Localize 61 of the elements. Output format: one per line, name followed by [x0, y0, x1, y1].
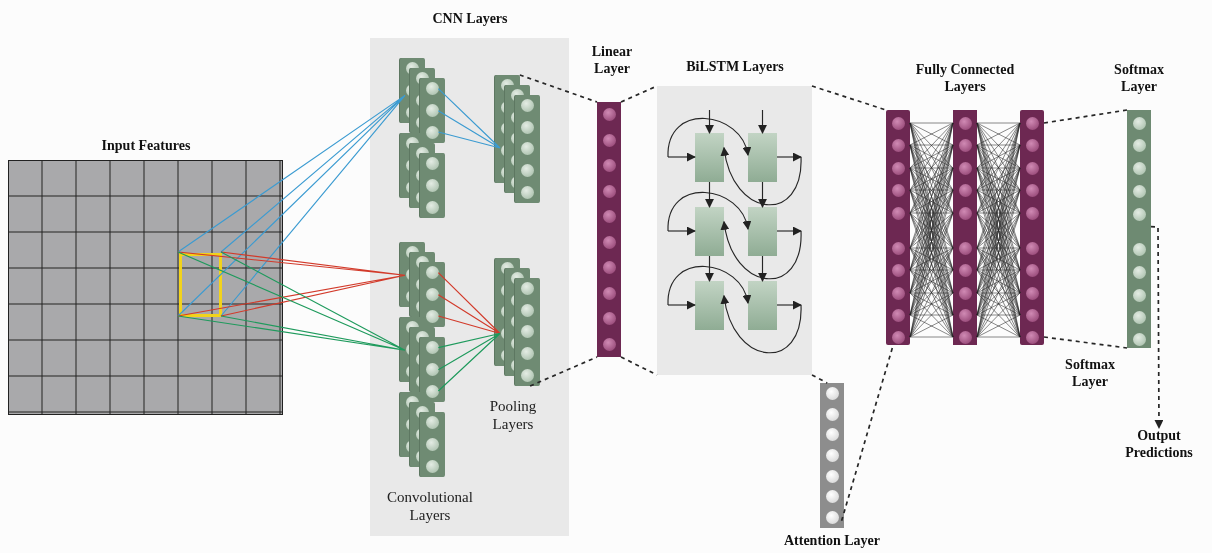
lstm-cell	[695, 281, 724, 330]
layer-title: Attention Layer	[782, 533, 881, 550]
dashed-line	[1150, 225, 1164, 429]
layer-title: CNN Layers	[431, 11, 509, 28]
connection-line	[437, 332, 501, 392]
arrow	[721, 146, 802, 206]
arrow	[667, 300, 696, 310]
arrow	[758, 255, 767, 282]
arrow	[758, 181, 767, 208]
feature-map-stack	[495, 258, 540, 386]
feature-map-stack	[400, 242, 445, 327]
arrow	[776, 226, 802, 236]
arrow	[721, 220, 802, 280]
neuron-layer-bar	[1020, 110, 1044, 345]
connection-line	[437, 88, 501, 149]
layer-title: Fully Connected Layers	[914, 62, 1016, 96]
sliding-window-frame	[179, 253, 222, 317]
neuron-layer-bar	[886, 110, 910, 345]
lstm-cell	[748, 133, 777, 182]
lstm-cell	[748, 207, 777, 256]
lstm-cell	[695, 133, 724, 182]
layer-title: BiLSTM Layers	[685, 59, 785, 76]
connection-line	[177, 251, 406, 317]
connection-line	[909, 122, 954, 338]
dashed-line	[1043, 109, 1128, 124]
lstm-cell	[748, 281, 777, 330]
feature-map-stack	[400, 392, 445, 477]
dashed-line	[529, 356, 598, 387]
connection-line	[976, 122, 1021, 338]
arrow	[705, 255, 714, 282]
arrow	[667, 191, 751, 232]
dashed-line	[811, 374, 829, 384]
feature-map-stack	[400, 133, 445, 218]
arrow	[721, 294, 802, 354]
arrow	[705, 109, 714, 134]
arrow	[667, 226, 696, 236]
arrow	[667, 152, 696, 162]
layer-label: Convolutional Layers	[386, 488, 474, 524]
layer-title: Input Features	[100, 138, 192, 155]
feature-map-stack	[400, 317, 445, 402]
layer-label: Pooling Layers	[488, 397, 538, 433]
arrow	[758, 109, 767, 134]
layer-title: Linear Layer	[590, 44, 634, 78]
arrow	[776, 300, 802, 310]
dashed-line	[1043, 336, 1128, 349]
arrow	[776, 152, 802, 162]
arrow	[667, 117, 751, 158]
feature-map-stack	[495, 75, 540, 203]
dashed-line	[518, 74, 598, 103]
output-label: Output Predictions	[1116, 428, 1202, 464]
layer-title: Softmax Layer	[1113, 62, 1165, 96]
connection-line	[437, 272, 501, 335]
arrow	[705, 181, 714, 208]
feature-map-stack	[400, 58, 445, 143]
layer-caption: Softmax Layer	[1064, 357, 1116, 391]
dashed-line	[811, 85, 887, 111]
connection-line	[177, 251, 406, 351]
lstm-cell	[695, 207, 724, 256]
arrow	[667, 265, 751, 306]
connection-line	[177, 94, 406, 317]
dashed-line	[620, 356, 658, 376]
